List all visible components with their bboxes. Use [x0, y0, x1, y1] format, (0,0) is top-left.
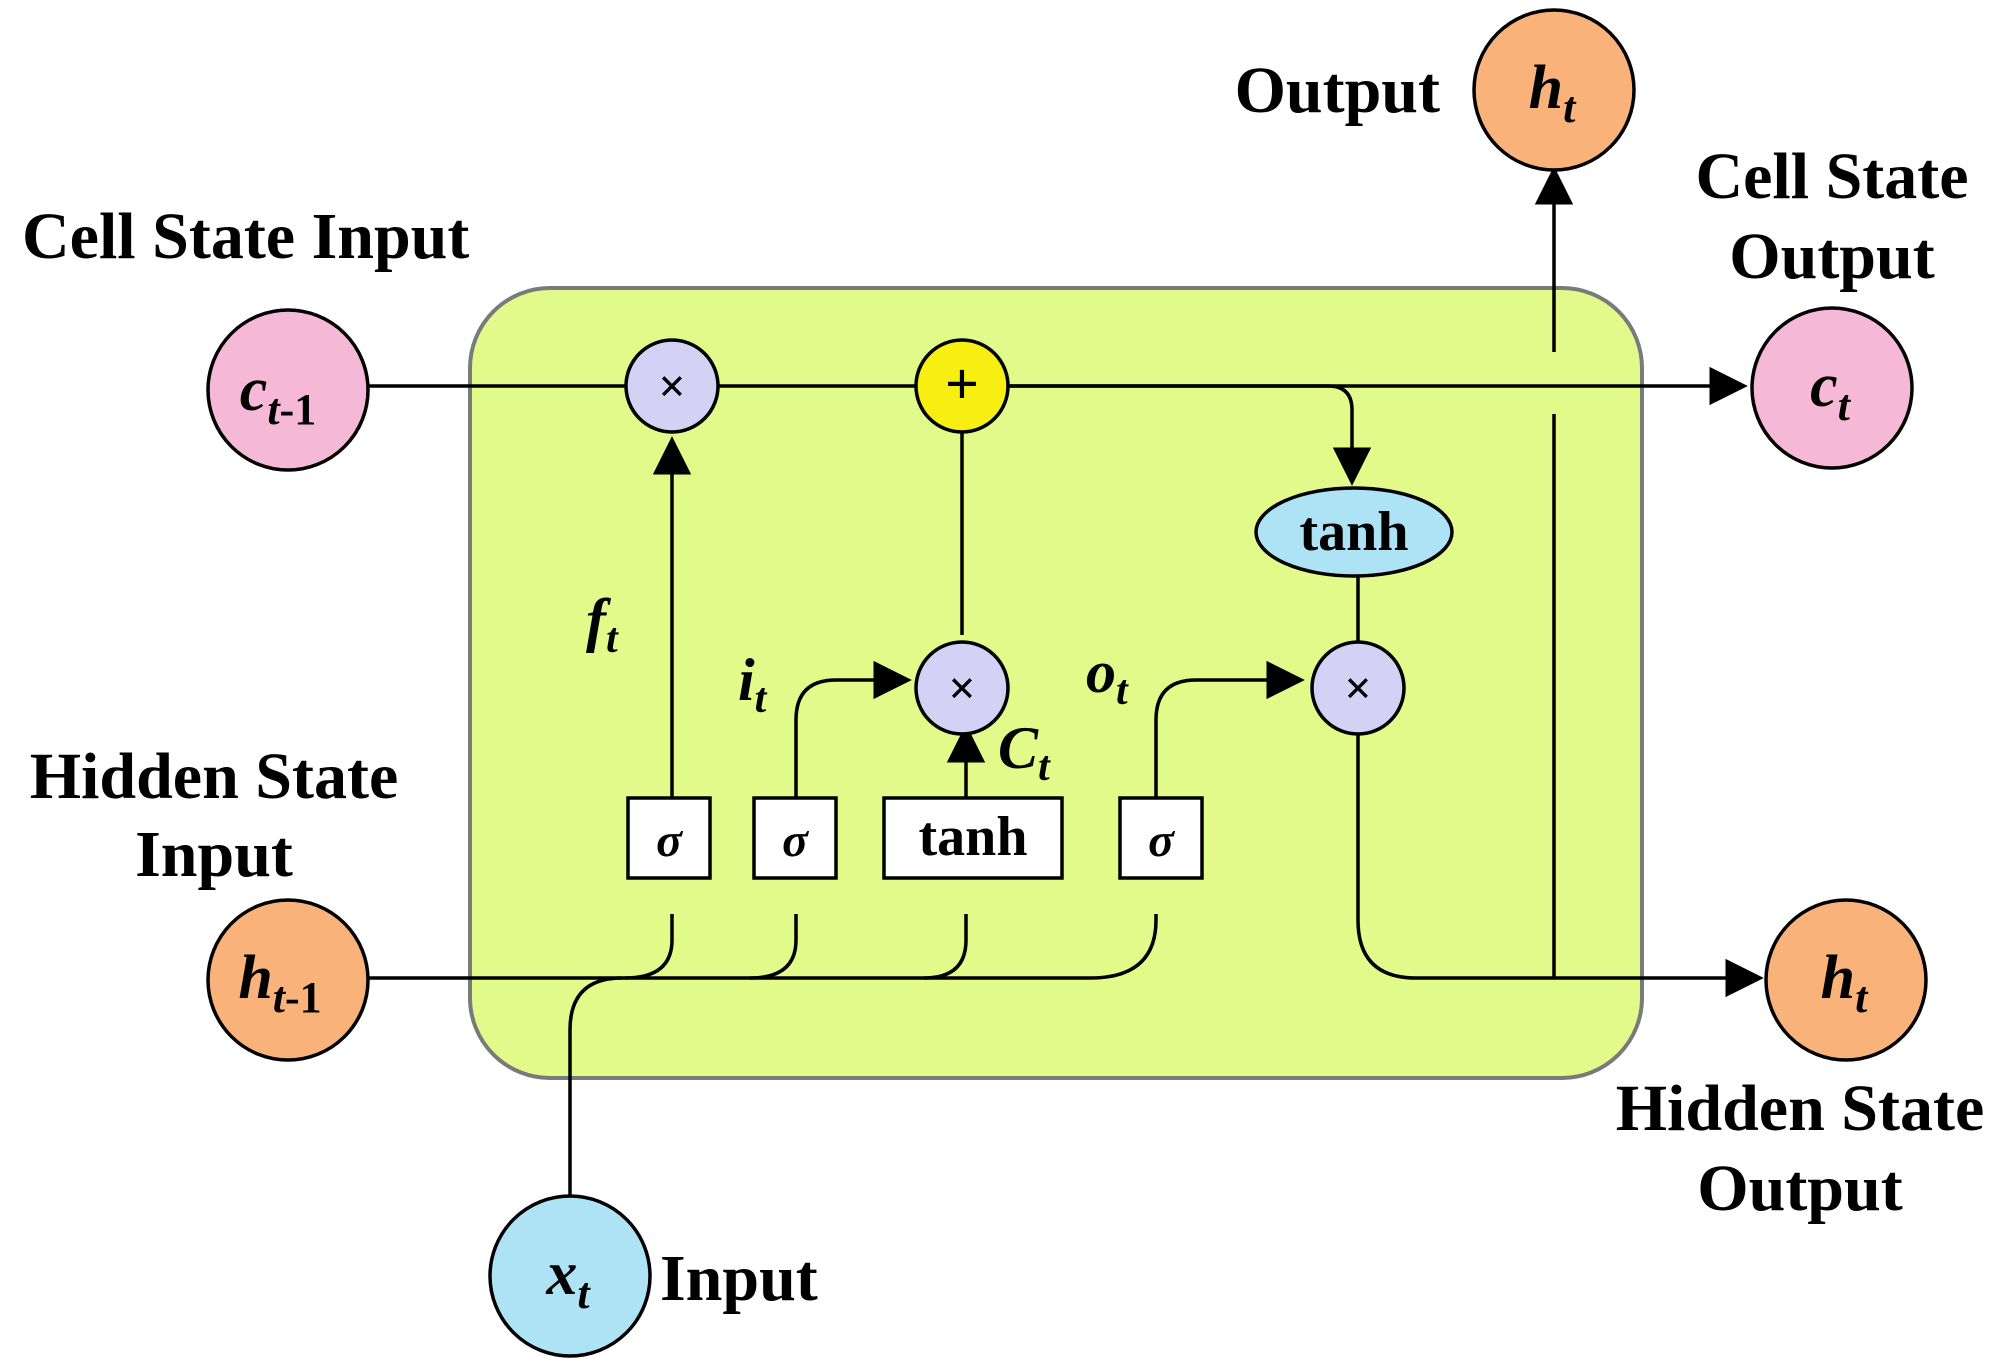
cell-tanh-ellipse: tanh — [1254, 486, 1454, 578]
bus-to-sigma1 — [624, 914, 674, 980]
cell-state-to-tanh-wire — [1007, 384, 1372, 486]
svg-text:tanh: tanh — [919, 806, 1028, 868]
cell-state-output-label-line1: Cell State — [1695, 140, 1968, 213]
input-multiply-node: × — [914, 640, 1010, 736]
output-gate-wire — [1154, 660, 1305, 798]
multiply-icon: × — [1344, 662, 1371, 715]
hidden-state-output-label-line2: Output — [1697, 1152, 1902, 1225]
forget-multiply-node: × — [624, 338, 720, 434]
hidden-state-input-node: ht-1 — [206, 898, 370, 1062]
output-sigma-gate: σ — [1118, 796, 1204, 880]
cell-state-input-node: ct-1 — [206, 308, 370, 472]
hidden-state-output-label-line1: Hidden State — [1616, 1072, 1985, 1145]
input-xt-wire — [568, 976, 623, 1198]
output-label: Output — [1235, 54, 1440, 127]
svg-text:σ: σ — [782, 814, 809, 867]
cell-state-output-node: ct — [1750, 306, 1914, 470]
cell-state-input-label: Cell State Input — [22, 200, 469, 273]
svg-text:ct-1: ct-1 — [240, 356, 316, 434]
bus-to-tanh — [923, 914, 968, 980]
input-label: Input — [660, 1242, 818, 1315]
candidate-tanh-gate: tanh — [882, 796, 1064, 880]
hidden-output-wire — [1356, 735, 1764, 998]
multiply-icon: × — [948, 662, 975, 715]
hidden-state-input-label-line2: Input — [135, 818, 293, 891]
output-ht-top-node: ht — [1472, 8, 1636, 172]
candidate-signal-label: Ct — [998, 715, 1051, 790]
cell-add-node: + — [914, 338, 1010, 434]
svg-text:ht: ht — [1821, 944, 1869, 1022]
svg-text:ht: ht — [1529, 54, 1577, 132]
hidden-state-output-node: ht — [1764, 898, 1928, 1062]
svg-text:σ: σ — [656, 814, 683, 867]
output-signal-label: ot — [1086, 639, 1129, 714]
svg-text:σ: σ — [1148, 814, 1175, 867]
input-sigma-gate: σ — [752, 796, 838, 880]
input-signal-label: it — [738, 647, 768, 722]
bus-to-sigma2 — [749, 914, 798, 980]
svg-text:ht-1: ht-1 — [238, 944, 321, 1022]
input-gate-wire — [794, 660, 912, 798]
cell-state-output-label-line2: Output — [1729, 220, 1934, 293]
forget-sigma-gate: σ — [626, 796, 712, 880]
input-xt-node: xt — [488, 1194, 652, 1358]
multiply-icon: × — [658, 360, 685, 413]
svg-text:xt: xt — [545, 1240, 591, 1318]
output-multiply-node: × — [1310, 640, 1406, 736]
plus-icon: + — [945, 351, 979, 417]
svg-text:ct: ct — [1810, 352, 1852, 430]
hidden-state-input-label-line1: Hidden State — [30, 740, 399, 813]
svg-text:tanh: tanh — [1300, 501, 1409, 563]
bus-to-sigma3 — [1089, 914, 1158, 980]
